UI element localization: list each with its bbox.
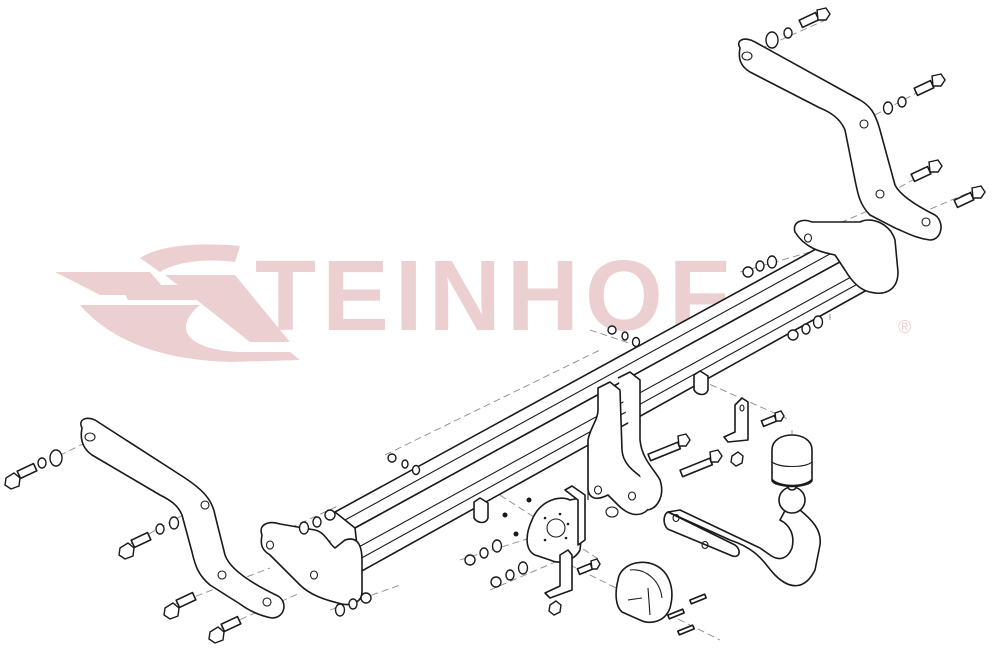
electrical-socket-plate: [526, 485, 586, 563]
right-end-plate: [793, 219, 899, 294]
steinhof-logo-icon: [55, 244, 300, 362]
crossbar-tab-right: [693, 370, 709, 396]
washers-and-nuts: [37, 27, 907, 617]
socket-support-bracket: [544, 549, 573, 599]
bolt: [163, 591, 197, 620]
steinhof-watermark: TEINHOF ®: [55, 240, 911, 362]
tow-ball: [778, 486, 806, 514]
bolts: [4, 7, 986, 644]
crossbar-tab-left: [473, 497, 489, 524]
right-side-bracket: [737, 38, 942, 241]
bolt: [647, 433, 691, 462]
bolt: [910, 159, 943, 183]
13-pin-socket: [615, 561, 673, 624]
screw: [667, 608, 685, 620]
bolt: [208, 615, 242, 644]
bolt: [798, 7, 831, 29]
tow-ball-neck: [663, 483, 822, 587]
watermark-text: TEINHOF: [255, 240, 736, 352]
bolt: [760, 410, 785, 428]
left-side-bracket: [80, 417, 285, 619]
bolt: [679, 449, 723, 478]
left-end-plate: [260, 521, 363, 606]
center-mount-plate: [587, 371, 663, 518]
registered-mark: ®: [898, 317, 911, 337]
screw: [677, 624, 695, 636]
cover-support-bracket: [723, 397, 749, 443]
screw: [689, 593, 707, 605]
bolt: [118, 531, 152, 560]
bolt: [953, 185, 986, 209]
ball-cover-cap: [771, 434, 813, 488]
bolt: [4, 462, 38, 490]
bolt: [913, 73, 946, 97]
bolt: [576, 558, 601, 576]
